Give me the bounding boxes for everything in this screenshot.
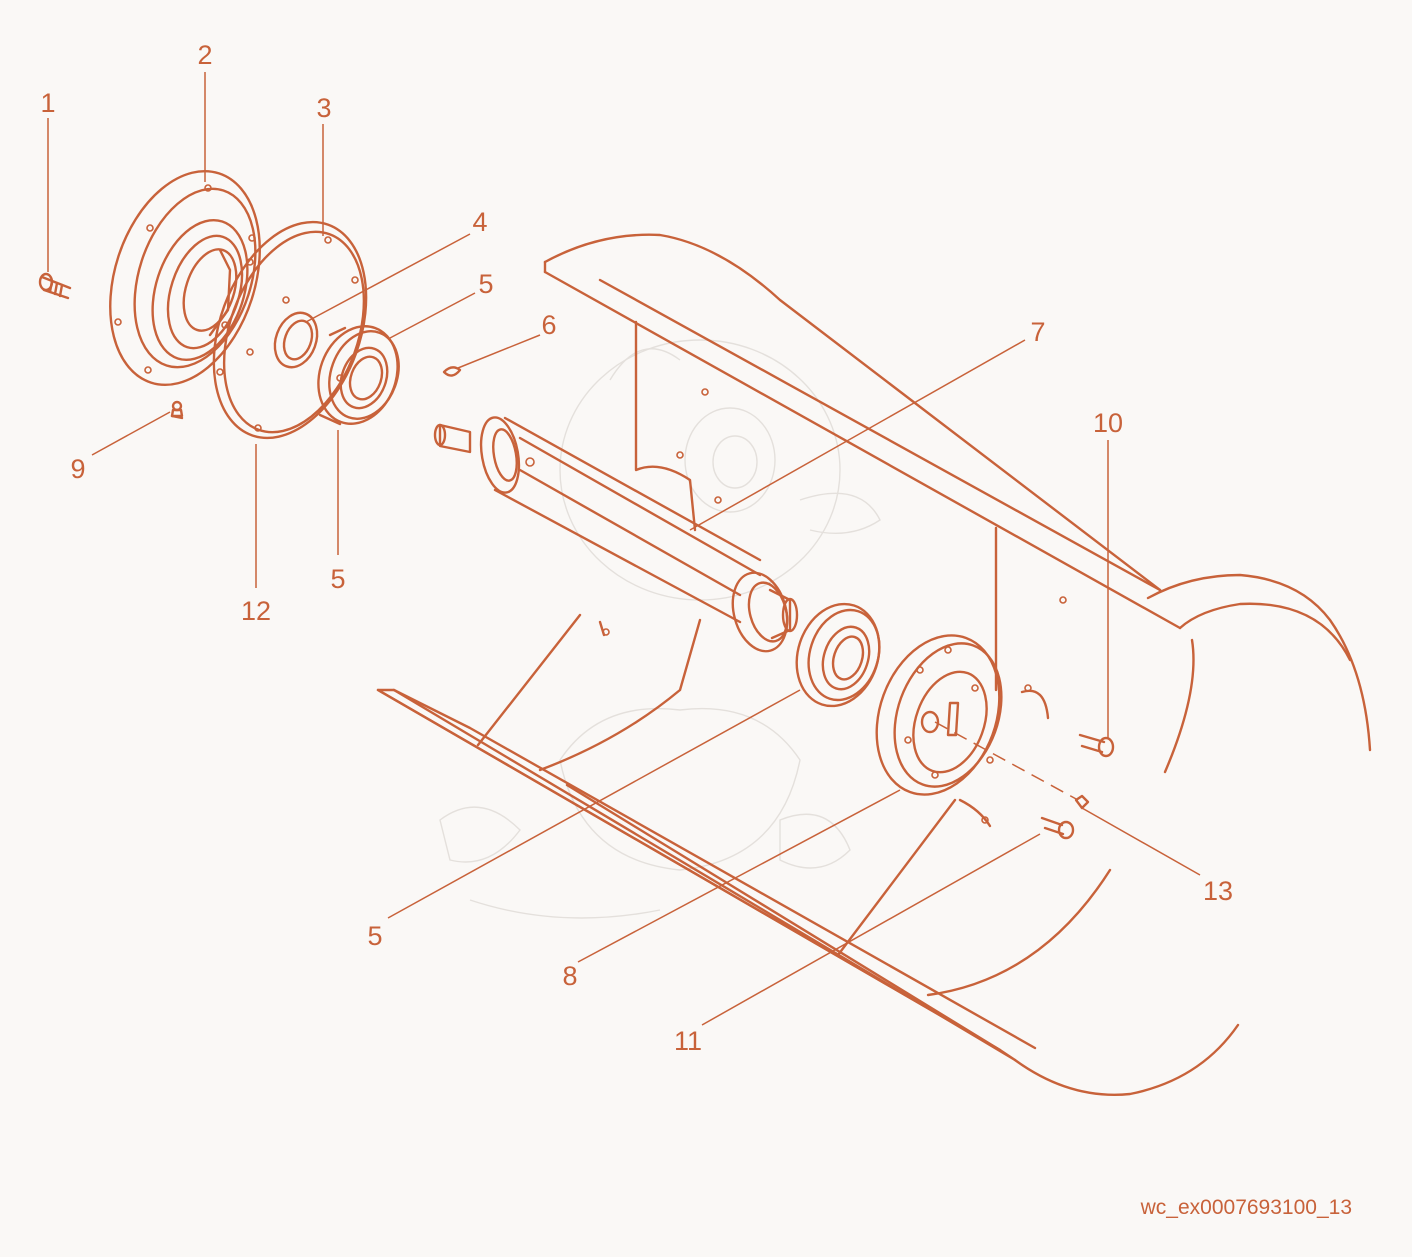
leader-4 (305, 233, 471, 323)
callout-8: 8 (562, 961, 577, 991)
leader-13 (1081, 807, 1201, 876)
callout-12: 12 (241, 596, 271, 626)
part-ball-bearing-lower (795, 602, 881, 708)
callout-1: 1 (40, 88, 55, 118)
part-key (442, 366, 462, 377)
leader-7 (689, 339, 1026, 531)
leader-11 (701, 833, 1041, 1026)
watermark-mascot (439, 339, 881, 919)
callout-6: 6 (541, 310, 556, 340)
leader-5c (387, 689, 801, 919)
part-seal-ring (273, 311, 319, 369)
part-ball-bearing-upper (317, 325, 400, 426)
centerline (934, 721, 1079, 801)
callout-9: 9 (70, 454, 85, 484)
part-grease-nipple (170, 400, 184, 420)
part-bolt-lower (1040, 816, 1075, 840)
leader-lines (47, 72, 1201, 1026)
callout-3: 3 (316, 93, 331, 123)
callout-numbers: 1 2 3 4 5 6 7 5 9 10 12 5 8 13 11 (40, 40, 1233, 1056)
callout-5-bearing-upper: 5 (478, 269, 493, 299)
part-bearing-housing-flange (109, 169, 261, 387)
callout-5-bearing-lower: 5 (367, 921, 382, 951)
leader-5a (389, 292, 476, 339)
callout-4: 4 (472, 207, 487, 237)
callout-10: 10 (1093, 408, 1123, 438)
part-skid-runner (376, 613, 1240, 1096)
drawing-code: wc_ex0007693100_13 (1140, 1196, 1352, 1219)
callout-5-bearing-mid: 5 (330, 564, 345, 594)
part-flange-housing-lower (875, 634, 1003, 796)
part-bolt-upper (1078, 733, 1115, 758)
part-nut (1074, 794, 1090, 810)
callout-2: 2 (197, 40, 212, 70)
part-shaft (433, 416, 799, 653)
callout-13: 13 (1203, 876, 1233, 906)
leader-8 (577, 789, 901, 963)
part-screw (38, 272, 72, 300)
callout-11: 11 (674, 1026, 702, 1056)
leader-9 (91, 411, 171, 456)
part-hood-cover (538, 233, 1372, 774)
leader-6 (457, 334, 541, 369)
callout-7: 7 (1030, 317, 1045, 347)
